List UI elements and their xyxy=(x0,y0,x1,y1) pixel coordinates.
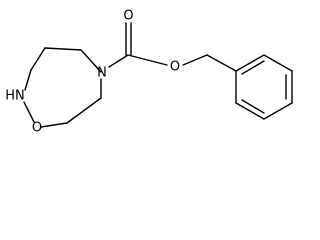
bond-n-c1 xyxy=(80,49,102,73)
bond-ch2-phenyl xyxy=(206,54,237,72)
bond-n-carbonyl-c xyxy=(108,54,129,68)
ring-nitrogen-label: N xyxy=(97,66,107,81)
phenyl-bond-2 xyxy=(263,54,293,72)
bond-c1-c2 xyxy=(44,47,82,51)
bond-nh-o xyxy=(23,101,35,123)
oxadiazepane-ring xyxy=(23,47,102,128)
ester-oxygen-label: O xyxy=(170,60,180,75)
bond-o-c4 xyxy=(40,122,68,128)
ring-oxygen-label: O xyxy=(32,121,42,136)
carbamate-group xyxy=(108,22,237,72)
carbonyl-oxygen-label: O xyxy=(123,9,133,24)
phenyl-bond-5 xyxy=(235,102,265,120)
bond-carbonyl-c-ester-o xyxy=(127,54,168,66)
bond-ester-o-ch2 xyxy=(182,54,208,66)
ring-nh-label: HN xyxy=(5,89,25,104)
chemical-structure: O O N HN O xyxy=(5,9,293,136)
bond-c4-c5 xyxy=(66,97,102,124)
phenyl-bond-4 xyxy=(263,102,293,120)
bond-c3-nh xyxy=(24,69,32,91)
phenyl-bond-1 xyxy=(235,54,265,72)
phenyl-ring xyxy=(235,54,293,120)
bond-c2-c3 xyxy=(30,47,46,71)
phenyl-inner-double-1 xyxy=(241,60,265,75)
phenyl-inner-double-3 xyxy=(241,99,265,114)
